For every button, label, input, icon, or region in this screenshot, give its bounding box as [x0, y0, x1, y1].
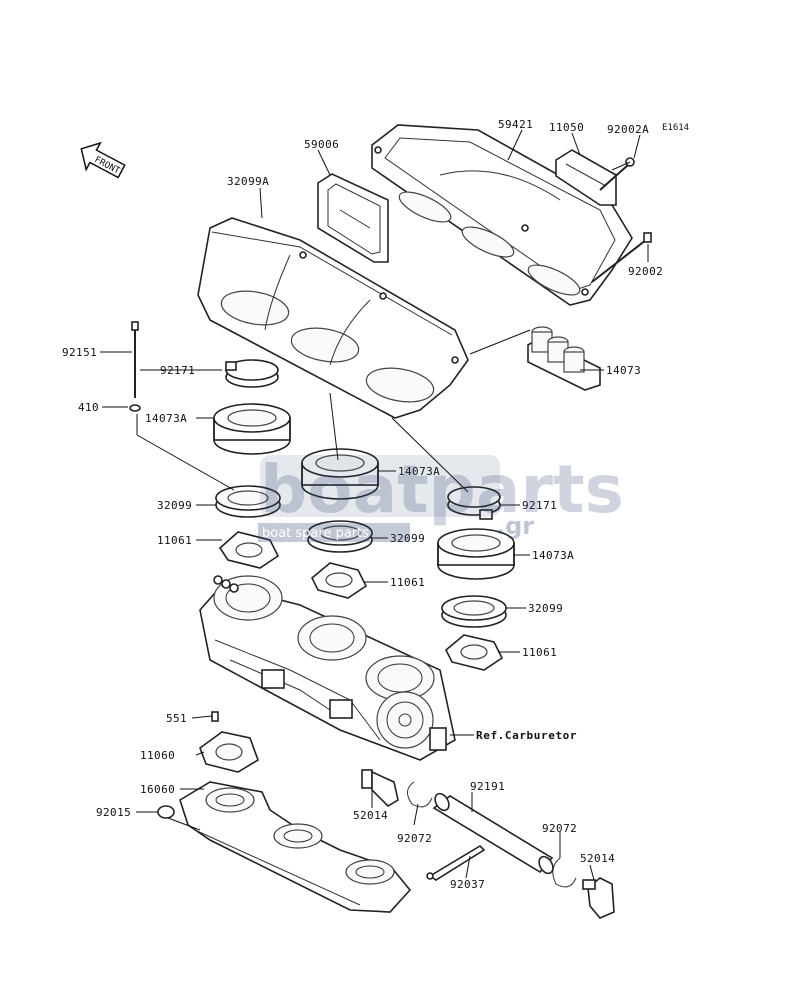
part-label: 14073 — [606, 364, 641, 377]
seal-left — [213, 403, 291, 455]
part-label: 14073A — [398, 465, 440, 478]
holder-right — [441, 595, 507, 628]
part-label: 551 — [166, 712, 187, 725]
clip-upper — [407, 781, 433, 808]
pin — [211, 711, 219, 722]
gasket-right — [445, 634, 504, 671]
plug — [157, 805, 175, 819]
part-label: 32099 — [528, 602, 563, 615]
hose — [432, 792, 554, 875]
fitting-upper — [361, 769, 399, 808]
washer — [129, 404, 141, 412]
part-label: 92072 — [542, 822, 577, 835]
holder-middle — [307, 520, 373, 553]
part-label: 59421 — [498, 118, 533, 131]
gasket-left — [218, 531, 280, 569]
holder-left — [215, 485, 281, 518]
seal-middle — [301, 448, 379, 500]
part-label: 92002 — [628, 265, 663, 278]
part-label: 11050 — [549, 121, 584, 134]
air-box-lid — [371, 124, 633, 306]
watermark-tagline: boat spare parts — [262, 526, 369, 541]
part-label: 92037 — [450, 878, 485, 891]
clamp-right — [447, 486, 501, 520]
bolt-long — [591, 232, 652, 283]
part-label: 92072 — [397, 832, 432, 845]
part-label: 32099 — [390, 532, 425, 545]
part-label: 59006 — [304, 138, 339, 151]
part-label: 52014 — [353, 809, 388, 822]
watermark-domain: .gr — [496, 512, 534, 540]
part-label: 32099 — [157, 499, 192, 512]
base-gasket — [199, 731, 259, 773]
watermark-brand: boatparts — [260, 451, 624, 528]
part-label: 92002A — [607, 123, 649, 136]
part-label: 11061 — [157, 534, 192, 547]
front-arrow-icon: FRONT — [80, 141, 126, 179]
gasket-middle — [311, 562, 368, 599]
fitting-lower — [582, 877, 615, 919]
part-labels: 59006 59421 11050 92002A 32099A 92002 92… — [62, 118, 663, 891]
part-label: 32099A — [227, 175, 269, 188]
part-label: 14073A — [145, 412, 187, 425]
part-label: 92015 — [96, 806, 131, 819]
clamp-left — [225, 359, 279, 388]
cable-tie — [426, 844, 486, 881]
part-label: 11060 — [140, 749, 175, 762]
seal-right — [437, 528, 515, 580]
part-label: 92171 — [160, 364, 195, 377]
stack-cluster — [527, 326, 601, 391]
reference-label: Ref.Carburetor — [476, 729, 577, 742]
clip-lower — [552, 857, 577, 888]
part-label: 52014 — [580, 852, 615, 865]
part-label: 11061 — [522, 646, 557, 659]
bracket — [555, 149, 617, 206]
diagram-code: E1614 — [662, 123, 689, 133]
air-box-body — [197, 217, 469, 419]
intake-manifold — [179, 781, 412, 913]
filter-screen — [317, 173, 389, 263]
part-label: 11061 — [390, 576, 425, 589]
part-label: 410 — [78, 401, 99, 414]
part-label: 16060 — [140, 783, 175, 796]
part-label: 92171 — [522, 499, 557, 512]
long-bolt — [131, 321, 139, 398]
carburetor-assembly — [199, 575, 456, 761]
watermark: boatparts boat spare parts .gr — [258, 451, 624, 542]
part-label: 92151 — [62, 346, 97, 359]
part-label: 92191 — [470, 780, 505, 793]
part-label: 14073A — [532, 549, 574, 562]
leader-lines — [100, 129, 649, 881]
